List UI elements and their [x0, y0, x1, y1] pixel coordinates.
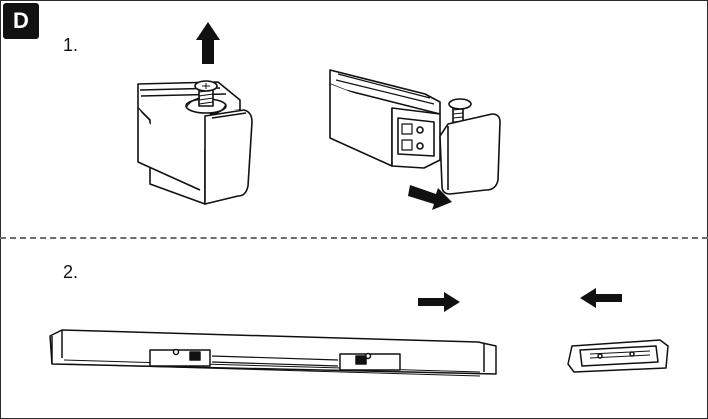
dashed-divider: [0, 237, 708, 239]
section-badge: D: [3, 3, 39, 39]
rail-end-piece-illustration: [567, 339, 669, 373]
right-arrow-icon: [408, 185, 452, 210]
rail-end-cap-removal-illustration: [329, 69, 501, 195]
step-number-1: 1.: [63, 35, 79, 55]
up-arrow-icon: [196, 22, 220, 64]
rail-end-with-screw-illustration: [137, 80, 253, 205]
right-arrow-icon: [418, 292, 460, 312]
long-rail-illustration: [49, 329, 497, 377]
step-number-2: 2.: [63, 262, 79, 282]
section-badge-label: D: [13, 8, 29, 33]
left-arrow-icon: [580, 288, 622, 308]
